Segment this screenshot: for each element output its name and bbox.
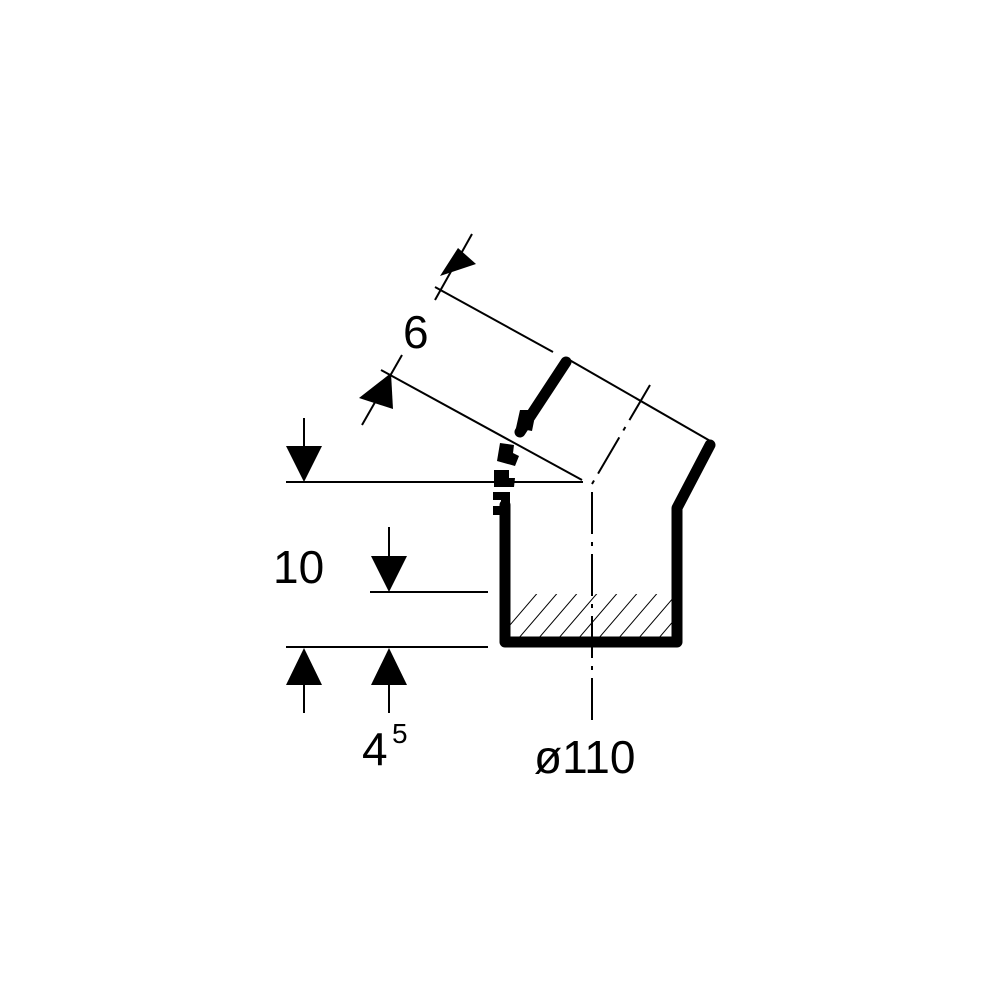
dim-label-10: 10 <box>273 541 324 593</box>
dimension-socket-depth: 10 <box>273 527 488 593</box>
dim-label-diameter: ø110 <box>534 731 635 783</box>
pipe-body <box>499 356 716 648</box>
seal-teeth <box>493 410 534 515</box>
hatched-area <box>510 594 672 642</box>
dim-label-4-superscript: 5 <box>392 718 408 749</box>
dimension-seal-length: 6 <box>359 233 583 481</box>
centre-lines <box>591 384 651 720</box>
dim-label-4: 4 <box>362 723 388 775</box>
dimension-insert: 4 5 <box>286 648 408 775</box>
arrow-down-top <box>286 446 322 482</box>
pipe-top-edge <box>565 357 713 443</box>
dim-label-6: 6 <box>403 306 429 358</box>
